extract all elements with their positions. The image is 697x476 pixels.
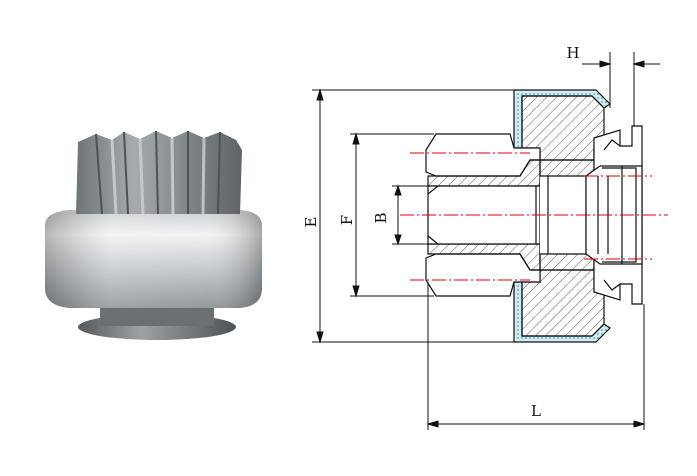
pinion-gear-section-top: [425, 133, 541, 177]
pinion-gear-teeth: [76, 130, 242, 215]
dimension-label-b: B: [372, 212, 390, 223]
dimension-lines: [312, 52, 660, 430]
starter-drive-pinion-photo: [45, 130, 262, 340]
pinion-cross-section-drawing: [425, 89, 643, 343]
centerlines: [400, 152, 668, 281]
dimension-label-h: H: [566, 44, 579, 62]
dimension-label-f: F: [338, 215, 356, 225]
dimension-label-e: E: [302, 217, 320, 228]
dimension-label-l: L: [531, 402, 541, 420]
